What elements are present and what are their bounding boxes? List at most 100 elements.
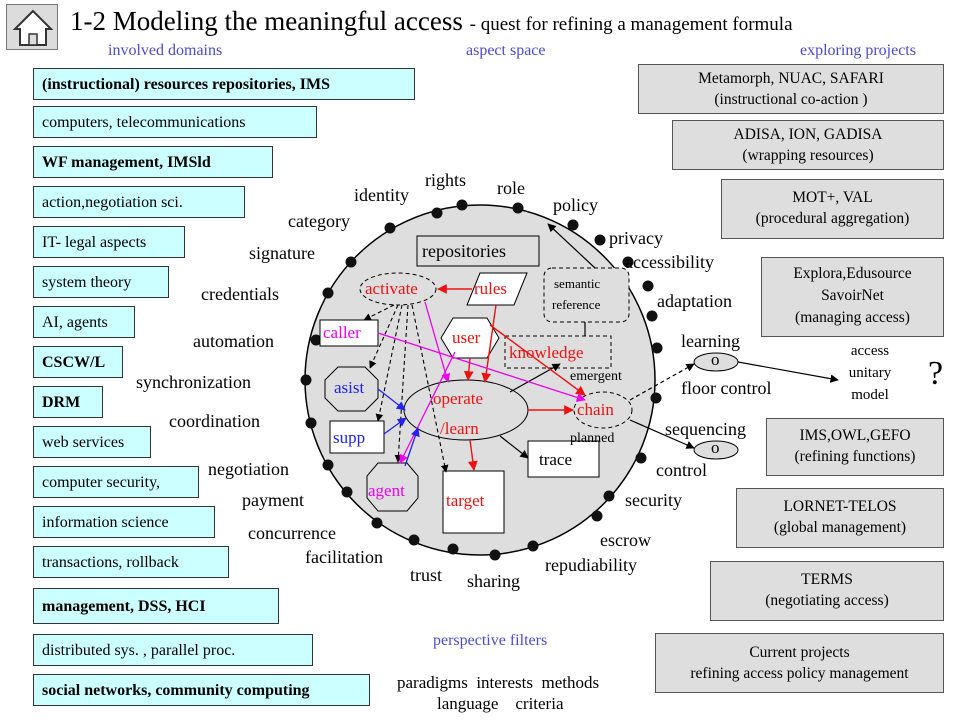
domain-item[interactable]: system theory [33,266,169,298]
knowledge-box [504,335,612,369]
aspect-dot [431,207,443,219]
aspect-dot [408,534,420,546]
domain-item[interactable]: computer security, [33,466,199,498]
project-box[interactable]: TERMS (negotiating access) [710,561,944,621]
aspect-label-escrow: escrow [600,530,651,550]
target-box [442,470,505,534]
red-rules-to-operate [481,304,497,383]
filters-line-1: paradigms interests methods [397,673,600,692]
project-line: (negotiating access) [765,592,889,609]
node-caller[interactable]: caller [323,323,361,342]
project-box[interactable]: LORNET-TELOS (global management) [736,488,944,548]
domain-item[interactable]: IT- legal aspects [33,226,185,258]
repositories-box [416,235,540,267]
domain-item[interactable]: distributed sys. , parallel proc. [33,634,313,666]
domain-item[interactable]: CSCW/L [33,346,123,378]
node-emergent: emergent [570,369,622,384]
aspect-label-sequencing: sequencing [665,419,746,439]
node-repositories[interactable]: repositories [422,241,506,261]
aspect-dot [310,334,322,346]
domain-item[interactable]: (instructional) resources repositories, … [33,68,415,100]
semantic-reference-box [543,267,630,323]
node-knowledge[interactable]: knowledge [509,343,584,362]
sequencing-node-circle [693,440,739,460]
aspect-label-privacy: privacy [609,228,663,248]
asist-octagon [324,366,379,412]
arrow-learning-node [629,363,695,401]
project-box[interactable]: Metamorph, NUAC, SAFARI (instructional c… [638,64,944,114]
aspect-dot [646,310,658,322]
node-rules[interactable]: rules [474,279,508,298]
node-reference: reference [552,297,601,312]
blue-agent-to-operate [404,427,420,467]
arrow-operate-to-knowledge [509,363,561,393]
node-user[interactable]: user [452,328,481,347]
title-subtitle: - quest for refining a management formul… [469,14,793,35]
aspect-dot [305,417,317,429]
aspect-label-credentials: credentials [201,284,279,304]
project-box[interactable]: Explora,Edusource SavoirNet (managing ac… [761,257,944,337]
access-unitary-model: access unitary model [838,340,902,406]
project-line: TERMS [801,571,853,588]
aspect-label-identity: identity [354,185,409,205]
aspect-label-concurrence: concurrence [248,523,336,543]
node-trace[interactable]: trace [539,450,573,469]
node-operate[interactable]: operate [433,389,484,408]
rules-shape [466,272,528,306]
node-semantic: semantic [554,276,601,291]
arrow-chain-to-model [737,361,839,383]
node-agent[interactable]: agent [368,481,405,500]
aspect-label-repudiability: repudiability [545,555,637,575]
aspect-dot [603,490,615,502]
domain-item[interactable]: web services [33,426,151,458]
domain-item[interactable]: transactions, rollback [33,546,229,578]
domain-item[interactable]: action,negotiation sci. [33,186,245,218]
aspect-label-rights: rights [425,170,467,190]
node-asist[interactable]: asist [334,378,365,397]
aspect-dot [456,199,468,211]
arrow-operate-to-trace [499,435,529,459]
aspect-label-policy: policy [553,195,598,215]
domain-item[interactable]: information science [33,506,215,538]
aspect-label-floor-control: floor control [681,378,772,398]
project-box[interactable]: ADISA, ION, GADISA (wrapping resources) [672,120,944,170]
project-box[interactable]: Current projects refining access policy … [655,633,944,693]
project-line: SavoirNet [821,287,884,304]
node-activate[interactable]: activate [365,279,418,298]
model-line: access [850,343,890,359]
project-box[interactable]: MOT+, VAL (procedural aggregation) [721,179,944,239]
aspect-dot [322,459,334,471]
domain-item[interactable]: management, DSS, HCI [33,588,279,624]
perspective-filters-heading: perspective filters [433,632,548,649]
domain-item[interactable]: social networks, community computing [33,674,370,706]
header-aspect-space: aspect space [466,42,546,59]
aspect-dot [322,287,334,299]
node-o-learning: o [711,350,720,369]
home-button[interactable] [6,4,58,50]
node-planned: planned [570,431,615,446]
project-line: IMS,OWL,GEFO [799,427,911,444]
magenta-caller-to-chain [377,332,586,402]
aspect-label-control: control [656,460,707,480]
trace-box [527,440,600,478]
domain-item[interactable]: AI, agents [33,306,135,338]
dashed-activate-caller [363,304,395,321]
domain-item[interactable]: WF management, IMSld [33,146,273,178]
aspect-dot [527,540,539,552]
model-question-mark: ? [928,355,944,392]
node-target[interactable]: target [446,491,485,510]
project-line: Metamorph, NUAC, SAFARI [698,70,884,87]
domain-item[interactable]: computers, telecommunications [33,106,317,138]
project-line: MOT+, VAL [792,189,873,206]
arrow-sequencing-node [629,419,695,449]
page-title: 1-2 Modeling the meaningful access - que… [70,6,793,37]
aspect-dot [591,510,603,522]
aspect-label-role: role [497,178,525,198]
node-chain[interactable]: chain [577,400,614,419]
project-box[interactable]: IMS,OWL,GEFO (refining functions) [766,418,944,476]
blue-asist-to-operate [377,388,406,411]
red-user-to-chain [489,324,586,396]
node-supp[interactable]: supp [333,428,366,447]
domain-item[interactable]: DRM [33,386,103,418]
